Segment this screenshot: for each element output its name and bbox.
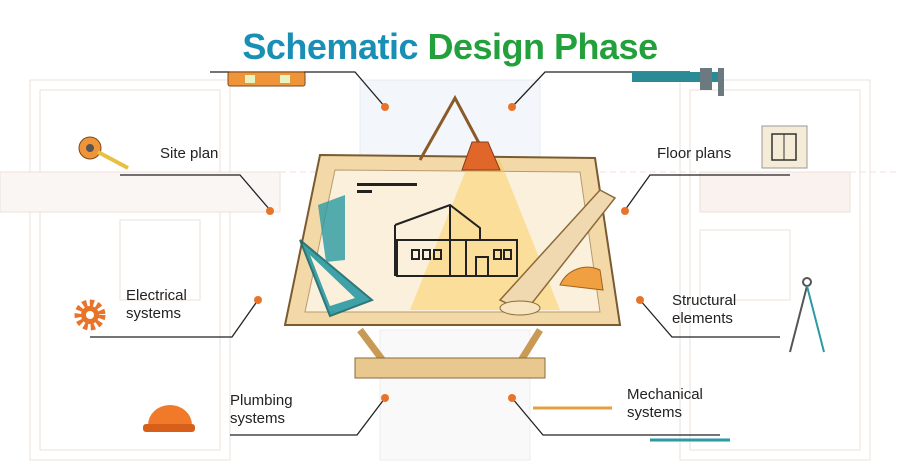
title-part-blue: Schematic: [242, 26, 418, 67]
caliper-icon: [632, 68, 724, 96]
label-line: Structural: [672, 292, 737, 309]
drafting-table-icon: [283, 94, 622, 379]
label-floor-plans: Floor plans: [657, 145, 732, 162]
floor-plan-icon: [761, 125, 808, 169]
label-line: Electrical: [126, 287, 187, 304]
label-line: Plumbing: [230, 392, 293, 409]
compass-icon: [789, 277, 825, 353]
label-line: Mechanical: [627, 386, 703, 403]
label-line: systems: [627, 404, 683, 421]
label-line: elements: [672, 310, 733, 327]
marker-dots: [254, 103, 644, 402]
page-title: Schematic Design Phase: [0, 26, 900, 68]
tape-measure-icon: [78, 136, 129, 170]
title-part-green: Design Phase: [427, 26, 659, 67]
spirit-level-icon: [227, 71, 306, 87]
pencil-icon: [533, 406, 730, 442]
label-line: systems: [230, 410, 286, 427]
label-site-plan: Site plan: [160, 145, 219, 162]
hard-hat-icon: [143, 405, 195, 432]
label-line: systems: [126, 305, 182, 322]
gear-icon: [74, 299, 106, 331]
